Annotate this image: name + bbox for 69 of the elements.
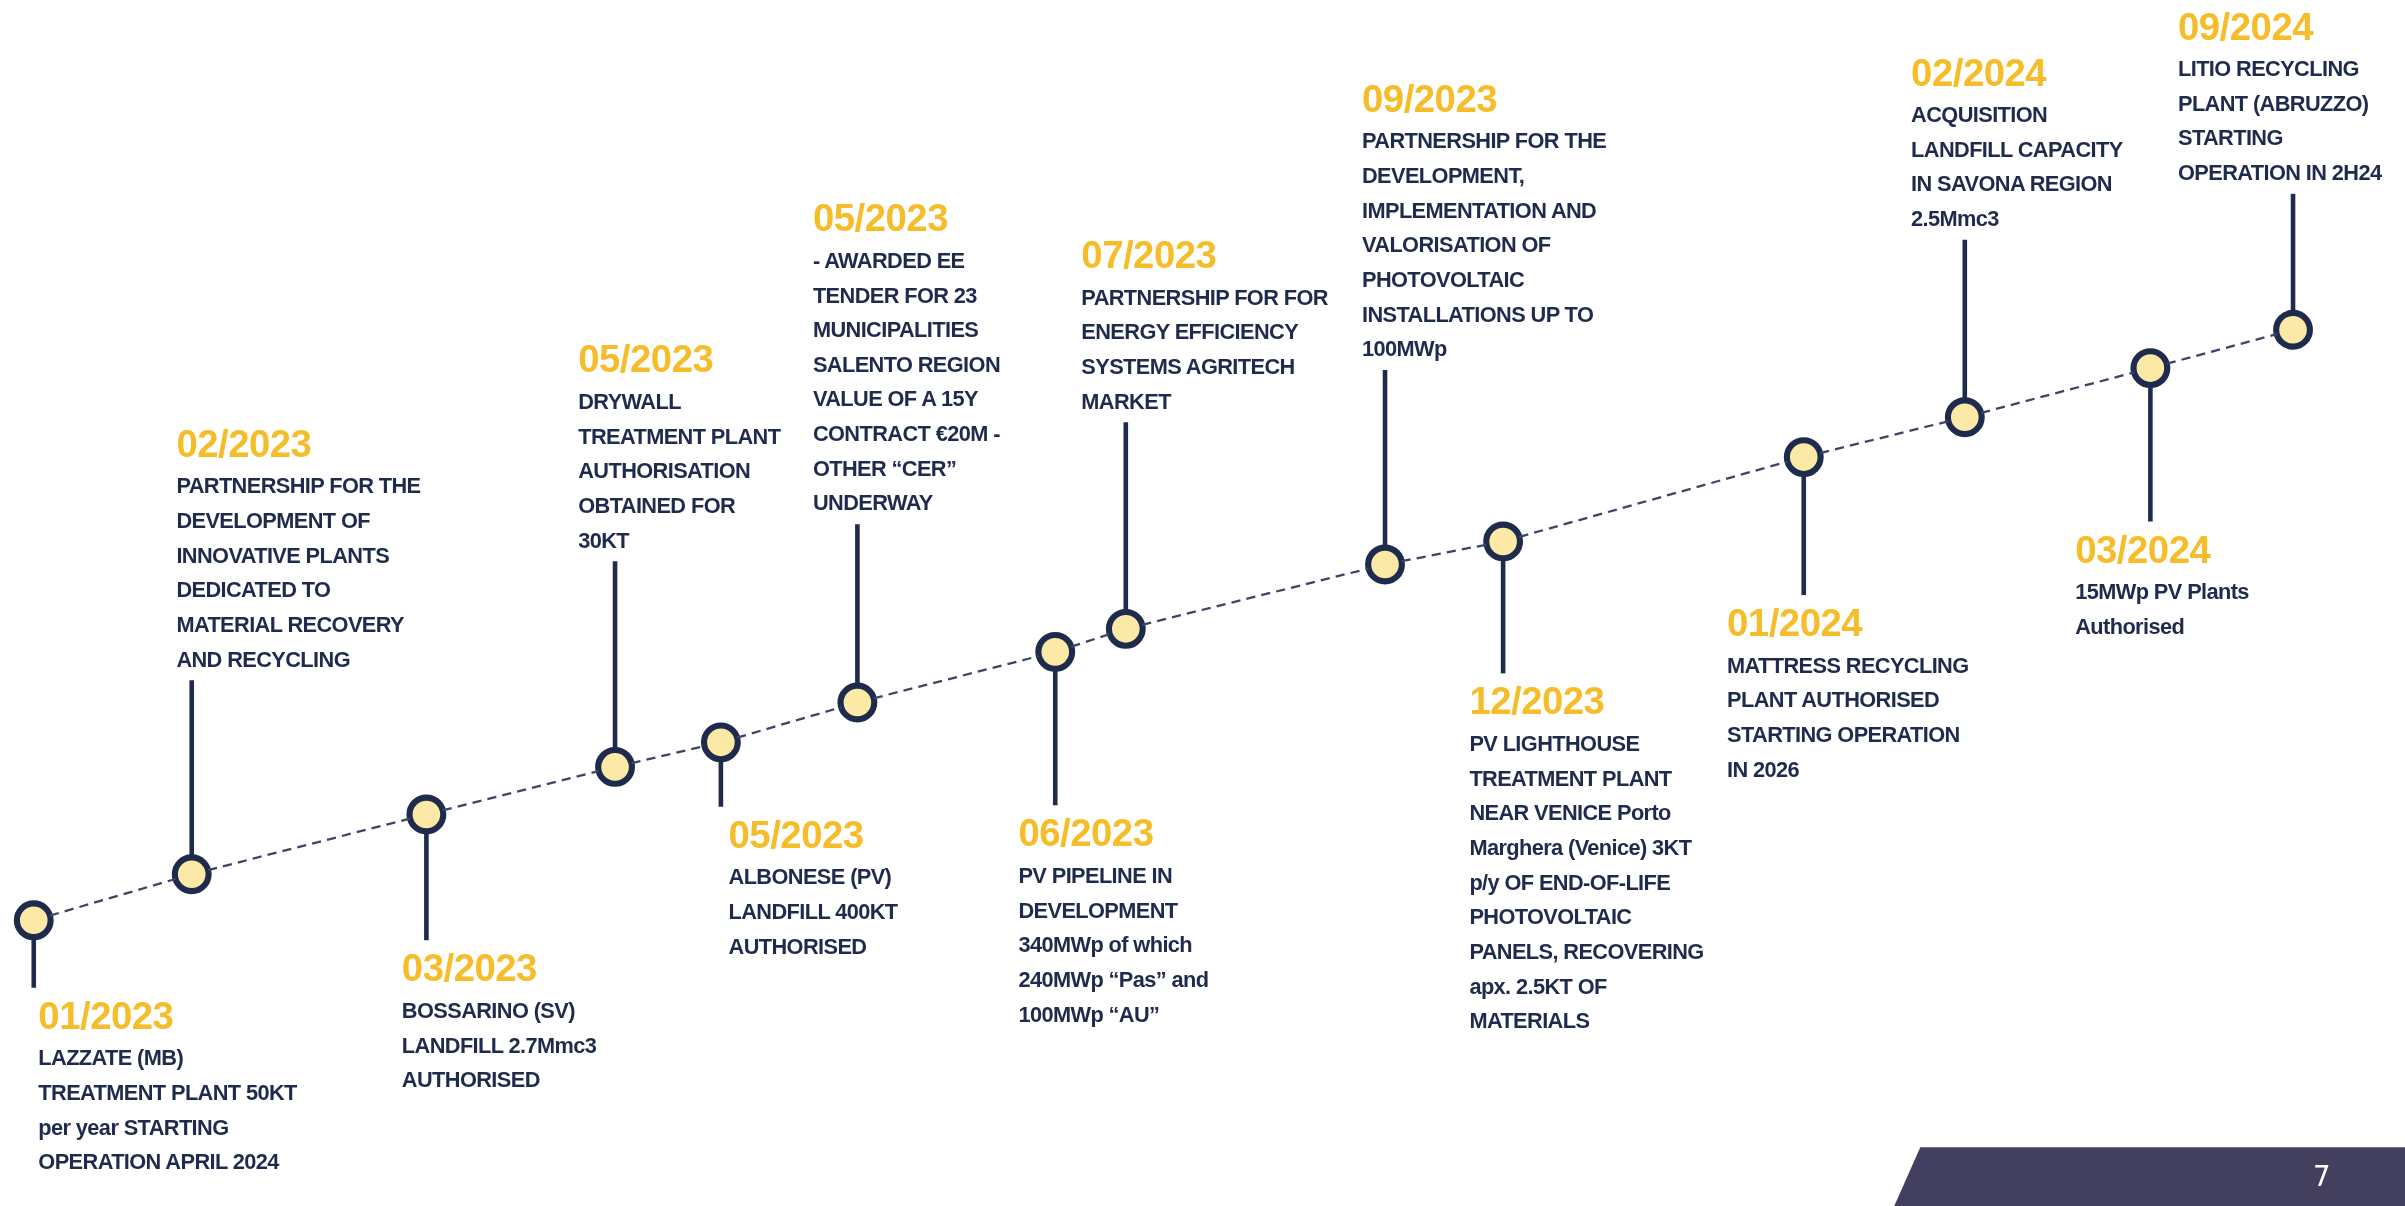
timeline-line bbox=[873, 654, 1040, 700]
milestone-description: LAZZATE (MB) TREATMENT PLANT 50KT per year STARTING OPERATION APRIL 2024 bbox=[38, 1044, 298, 1177]
milestone-date: 02/2023 bbox=[176, 420, 313, 467]
timeline-line bbox=[49, 877, 176, 917]
leader-line bbox=[612, 561, 618, 751]
timeline-line bbox=[1519, 460, 1788, 538]
milestone-date: 05/2023 bbox=[578, 336, 715, 383]
timeline-line bbox=[207, 817, 411, 872]
milestone-dot bbox=[1944, 397, 1985, 438]
milestone-dot bbox=[1365, 544, 1405, 585]
milestone-dot bbox=[595, 746, 635, 787]
leader-line bbox=[1500, 558, 1506, 674]
leader-line bbox=[2290, 193, 2296, 313]
milestone-date: 09/2024 bbox=[2178, 3, 2315, 50]
leader-line bbox=[855, 524, 860, 686]
milestone-dot bbox=[1105, 608, 1146, 649]
milestone-date: 01/2023 bbox=[38, 992, 175, 1039]
milestone-date: 05/2023 bbox=[728, 811, 865, 858]
milestone-description: PV PIPELINE IN DEVELOPMENT 340MWp of which 240MWp “Pas” and 100MWp “AU” bbox=[1018, 861, 1210, 1029]
milestone-description: PV LIGHTHOUSE TREATMENT PLANT NEAR VENICE Porto Marghera (Venice) 3KT p/y OF END-OF-LIFE PHOTOVOLTAIC PANELS, RECOVERING apx. 2.5KT OF MATERIALS bbox=[1469, 730, 1705, 1036]
milestone-description: LITIO RECYCLING PLANT (ABRUZZO) STARTING OPERATION IN 2H24 bbox=[2178, 55, 2383, 188]
page-number: 7 bbox=[2312, 1159, 2331, 1193]
timeline-line bbox=[2166, 333, 2278, 365]
milestone-description: BOSSARINO (SV) LANDFILL 2.7Mmc3 AUTHORISED bbox=[401, 996, 598, 1095]
milestone-date: 03/2023 bbox=[401, 945, 538, 992]
milestone-dot bbox=[1483, 521, 1524, 562]
milestone-dot bbox=[2273, 309, 2313, 350]
milestone-dot bbox=[406, 794, 447, 835]
milestone-description: MATTRESS RECYCLING PLANT AUTHORISED STARTING OPERATION IN 2026 bbox=[1727, 651, 1970, 784]
milestone-dot bbox=[171, 854, 212, 895]
leader-line bbox=[1962, 239, 1968, 401]
leader-line bbox=[1052, 668, 1058, 806]
leader-line bbox=[1382, 369, 1388, 548]
leader-line bbox=[1123, 422, 1129, 612]
milestone-description: 15MWp PV Plants Authorised bbox=[2075, 578, 2250, 641]
milestone-dot bbox=[2130, 348, 2171, 389]
leader-line bbox=[2148, 385, 2153, 522]
milestone-dot bbox=[1783, 437, 1824, 477]
milestone-date: 01/2024 bbox=[1727, 600, 1864, 647]
milestone-date: 03/2024 bbox=[2075, 526, 2212, 573]
milestone-date: 07/2023 bbox=[1081, 232, 1218, 279]
milestone-description: ALBONESE (PV) LANDFILL 400KT AUTHORISED bbox=[728, 863, 899, 961]
milestone-dot bbox=[13, 900, 54, 941]
milestone-description: PARTNERSHIP FOR THE DEVELOPMENT OF INNOVATIVE PLANTS DEDICATED TO MATERIAL RECOVERY AND RECYCLING bbox=[176, 472, 422, 674]
milestone-date: 12/2023 bbox=[1469, 678, 1606, 725]
milestone-date: 06/2023 bbox=[1018, 810, 1155, 857]
timeline-line bbox=[1070, 633, 1111, 648]
timeline-line bbox=[736, 706, 842, 739]
timeline-line bbox=[1819, 420, 1949, 455]
leader-line bbox=[424, 831, 429, 941]
leader-line bbox=[189, 680, 195, 858]
milestone-date: 02/2024 bbox=[1911, 49, 2048, 96]
leader-line bbox=[1801, 473, 1807, 596]
timeline-line bbox=[1141, 567, 1369, 626]
leader-line bbox=[718, 759, 724, 807]
timeline-line bbox=[442, 769, 599, 812]
milestone-description: - AWARDED EE TENDER FOR 23 MUNICIPALITIES SALENTO REGION VALUE OF A 15Y CONTRACT €20M - OTHER “CER” UNDERWAY bbox=[812, 246, 1001, 518]
milestone-description: ACQUISITION LANDFILL CAPACITY IN SAVONA REGION 2.5Mmc3 bbox=[1911, 101, 2124, 234]
milestone-description: PARTNERSHIP FOR FOR ENERGY EFFICIENCY SYSTEMS AGRITECH MARKET bbox=[1081, 283, 1329, 416]
timeline-line bbox=[1401, 543, 1487, 563]
milestone-date: 09/2023 bbox=[1362, 75, 1499, 122]
milestone-description: PARTNERSHIP FOR THE DEVELOPMENT, IMPLEMENTATION AND VALORISATION OF PHOTOVOLTAIC INSTALLATIONS UP TO 100MWp bbox=[1362, 127, 1608, 364]
milestone-dot bbox=[1035, 631, 1076, 672]
milestone-dot bbox=[837, 682, 878, 723]
milestone-description: DRYWALL TREATMENT PLANT AUTHORISATION OBTAINED FOR 30KT bbox=[578, 387, 781, 555]
milestone-date: 05/2023 bbox=[812, 195, 949, 242]
timeline-line bbox=[1980, 371, 2135, 414]
leader-line bbox=[31, 937, 37, 988]
milestone-dot bbox=[700, 722, 741, 763]
